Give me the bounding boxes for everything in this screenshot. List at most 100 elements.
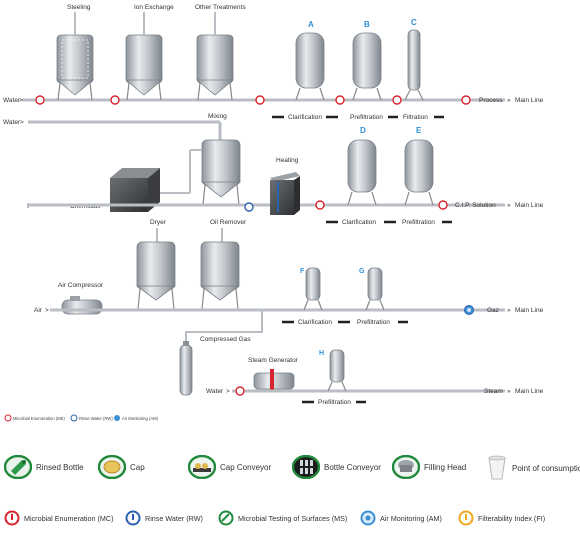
legend-label-bottle-conveyor: Bottle Conveyor [324,462,381,472]
mixing-tank [200,139,242,206]
bottle-conveyor-icon [292,455,320,479]
cup-icon [488,455,506,480]
process-diagram: Water > Steeling Ion Exchange Other Trea… [3,4,544,422]
small-legend-me: Microbial Enumeration (ME) [13,416,65,421]
legend-label-rinsed-bottle: Rinsed Bottle [36,462,84,472]
other-treatments-label: Other Treatments [195,4,246,11]
process-output-label: Process [479,97,503,104]
small-legend-am: Air Monitoring (AM) [122,416,159,421]
filter-housing-g [365,267,385,311]
oil-remover-label: Oil Remover [210,219,247,226]
gaz-output-label: Gaz [487,307,499,314]
air-input-label: Air [34,307,43,314]
oil-remover-tank [199,241,241,310]
legend-label-air-monitoring: Air Monitoring (AM) [380,513,442,523]
filter-letter-b: B [364,20,370,29]
main-line-label-4: Main Line [515,388,544,395]
me-marker [438,200,448,210]
main-line-label-2: Main Line [515,202,544,209]
steeling-tank [55,34,95,101]
main-line-label-3: Main Line [515,307,544,314]
legend: Rinsed Bottle Cap Cap Conveyor Bottle Co… [0,450,580,533]
me-marker [255,95,265,105]
legend-label-microbial-enumeration: Microbial Enumeration (MC) [24,513,114,523]
me-marker [392,95,402,105]
filter-letter-c: C [411,18,417,27]
me-marker [461,95,471,105]
main-line-label-1: Main Line [515,97,544,104]
legend-item-microbial-testing-surfaces: Microbial Testing of Surfaces (MS) [218,510,347,526]
steam-generator [253,369,295,391]
rinsed-bottle-icon [4,455,32,479]
prefiltration-label-4: Prefiltration [318,399,351,406]
filling-head-icon [392,455,420,479]
filter-housing-a [295,32,325,101]
microbial-enumeration-icon [4,510,20,526]
filter-letter-a: A [308,20,314,29]
filter-letter-f: F [300,268,305,275]
filtration-label: Filtration [403,114,428,121]
filter-housing-e [404,139,434,206]
legend-item-cap: Cap [98,455,145,479]
filter-letter-h: H [319,350,324,357]
steam-output-label: Steam [484,388,503,395]
legend-item-microbial-enumeration: Microbial Enumeration (MC) [4,510,113,526]
arrow-mark: > [20,119,24,126]
filter-letter-g: G [359,268,365,275]
legend-item-cap-conveyor: Cap Conveyor [188,455,271,479]
arrow-mark: > [226,388,230,395]
small-legend: Microbial Enumeration (ME) Rinse Water (… [4,414,159,422]
arrow-mark: » [507,388,511,395]
compressed-gas-label: Compressed Gas [200,336,251,343]
other-treatments-tank [195,34,235,101]
dryer-label: Dryer [150,219,167,226]
arrow-mark: > [45,307,49,314]
microbial-testing-surfaces-icon [218,510,234,526]
clarification-label-3: Clarification [298,319,332,326]
legend-label-filling-head: Filling Head [424,462,467,472]
ion-exchange-label: Ion Exchange [134,4,174,11]
rw-marker [244,202,254,212]
me-marker [235,386,245,396]
steeling-label: Steeling [67,4,91,11]
filter-letter-d: D [360,126,366,135]
filter-housing-f [303,267,323,311]
legend-label-rinse-water: Rinse Water (RW) [145,513,203,523]
prefiltration-label-1: Prefiltration [350,114,383,121]
heater-unit [270,172,300,215]
legend-item-rinse-water: Rinse Water (RW) [125,510,203,526]
prefiltration-label-2: Prefiltration [402,219,435,226]
small-legend-rw: Rinse Water (RW) [79,416,113,421]
filter-housing-h [327,349,347,392]
arrow-mark: » [507,307,511,314]
water-input-label-3: Water [206,388,224,395]
arrow-mark: » [507,97,511,104]
am-marker [464,305,474,315]
prefiltration-label-3: Prefiltration [357,319,390,326]
gas-cylinder [179,341,193,396]
steam-generator-label: Steam Generator [248,357,299,364]
me-marker [110,95,120,105]
arrow-mark: » [507,202,511,209]
legend-label-microbial-testing-surfaces: Microbial Testing of Surfaces (MS) [238,513,348,523]
filter-housing-c [404,29,424,101]
legend-item-filling-head: Filling Head [392,455,466,479]
air-monitoring-icon [360,510,376,526]
legend-item-point-of-consumption: Point of consumption [486,455,580,481]
legend-label-filterability-index: Filterability Index (FI) [478,513,546,523]
cip-output-label: C.I.P. Solution [455,202,496,209]
cap-icon [98,455,126,479]
filter-housing-b [352,32,382,101]
legend-item-bottle-conveyor: Bottle Conveyor [292,455,381,479]
me-marker [315,200,325,210]
filter-letter-e: E [416,126,422,135]
me-marker [335,95,345,105]
me-marker [35,95,45,105]
clarification-label-2: Clarification [342,219,376,226]
water-input-label-1: Water [3,97,21,104]
heating-label: Heating [276,157,299,164]
mixing-label: Mixing [208,113,227,120]
rinse-water-icon [125,510,141,526]
clarification-label-1: Clarification [288,114,322,121]
dryer-tank [135,241,177,310]
